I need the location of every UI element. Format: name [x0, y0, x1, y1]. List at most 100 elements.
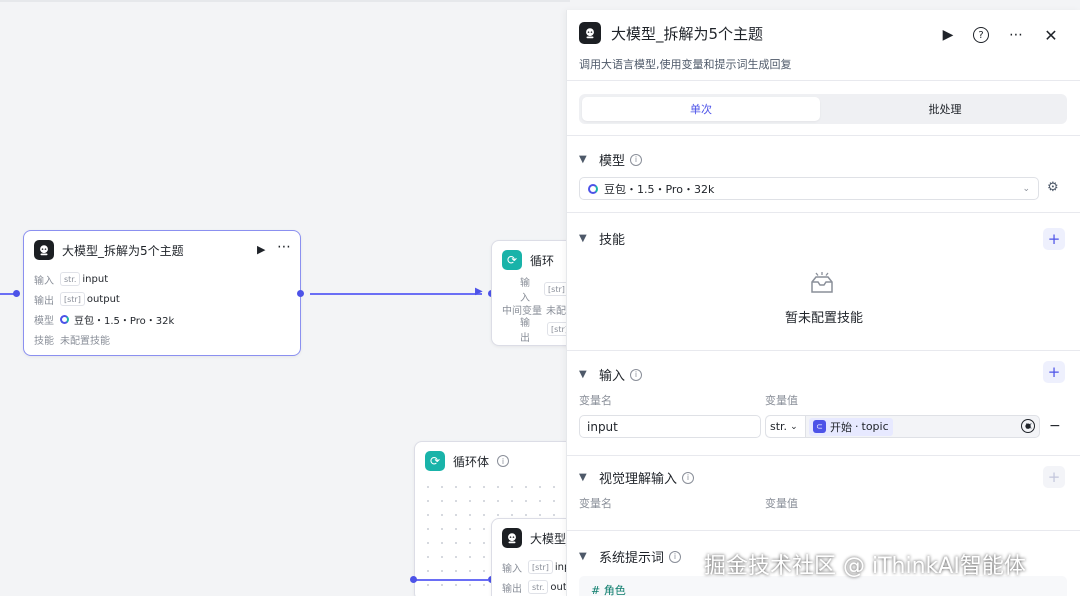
- skills-section-header[interactable]: ▼ 技能: [579, 229, 625, 248]
- info-icon[interactable]: i: [682, 471, 695, 484]
- system-prompt-editor[interactable]: # 角色: [579, 576, 1067, 596]
- col-var-value: 变量值: [765, 394, 798, 407]
- doubao-icon: [60, 314, 69, 324]
- chevron-down-icon: ▼: [579, 369, 587, 380]
- chevron-down-icon: ⌄: [1022, 183, 1030, 194]
- watermark: 掘金技术社区 @ iThinkAI智能体: [704, 554, 1026, 579]
- divider: [567, 212, 1080, 213]
- loop-icon: ⟳: [502, 250, 522, 270]
- info-icon[interactable]: i: [669, 550, 682, 563]
- section-title: 输入: [599, 369, 626, 384]
- start-node-icon: ⊂: [813, 420, 826, 433]
- more-icon[interactable]: ⋯: [277, 239, 291, 255]
- vision-section-header[interactable]: ▼ 视觉理解输入 i: [579, 468, 695, 487]
- remove-input-button[interactable]: −: [1049, 418, 1061, 434]
- output-name: outpu: [550, 581, 580, 593]
- ref-separator: ·: [855, 420, 859, 433]
- input-label: 输入: [502, 563, 522, 575]
- ref-field: topic: [861, 420, 889, 433]
- section-title: 视觉理解输入: [599, 472, 678, 487]
- add-skill-button[interactable]: +: [1043, 228, 1065, 250]
- chevron-down-icon: ▼: [579, 472, 587, 483]
- close-icon[interactable]: ✕: [1044, 25, 1058, 45]
- node-title: 循环体: [453, 454, 490, 469]
- output-label: 输出: [520, 318, 530, 344]
- divider: [567, 350, 1080, 351]
- mid-value: 未配: [546, 305, 566, 317]
- panel-header: 大模型_拆解为5个主题: [579, 22, 763, 44]
- gear-icon[interactable]: ⚙: [1047, 180, 1059, 195]
- connector-incoming: [0, 293, 14, 295]
- doubao-icon: [588, 183, 598, 194]
- info-icon[interactable]: i: [630, 153, 643, 166]
- input-label: 输入: [34, 275, 54, 287]
- robot-icon: [579, 22, 601, 44]
- var-name-input[interactable]: input: [579, 415, 761, 438]
- node-title: 大模型_: [530, 531, 570, 546]
- panel-description: 调用大语言模型,使用变量和提示词生成回复: [579, 58, 792, 71]
- model-value: 豆包・1.5・Pro・32k: [74, 315, 175, 327]
- var-name-value: input: [587, 419, 618, 434]
- info-icon[interactable]: i: [497, 455, 510, 467]
- output-label: 输出: [502, 583, 522, 595]
- input-name: input: [82, 273, 109, 285]
- type-tag: str.: [60, 272, 81, 286]
- help-icon[interactable]: ?: [973, 27, 989, 43]
- prompt-first-line: # 角色: [591, 584, 626, 596]
- add-vision-input-button[interactable]: +: [1043, 466, 1065, 488]
- output-label: 输出: [34, 295, 54, 307]
- output-name: output: [86, 293, 120, 305]
- model-section-header[interactable]: ▼ 模型 i: [579, 150, 643, 169]
- type-tag: str.: [528, 580, 549, 594]
- more-icon[interactable]: ⋯: [1009, 27, 1023, 43]
- type-select[interactable]: str. ⌄: [766, 416, 806, 437]
- node-model-row: 模型 豆包・1.5・Pro・32k: [24, 309, 300, 329]
- reference-chip: ⊂ 开始 · topic: [809, 417, 893, 436]
- chevron-down-icon: ▼: [579, 551, 587, 562]
- run-mode-tabs: 单次 批处理: [579, 94, 1067, 124]
- section-title: 技能: [599, 233, 626, 248]
- loop-mid-row: 中间变量 未配: [492, 299, 580, 319]
- ref-source: 开始: [830, 420, 852, 434]
- robot-icon: [34, 240, 54, 260]
- node-input-row: 输入 str. input: [24, 269, 300, 289]
- node-config-panel: 大模型_拆解为5个主题 ▶ ? ⋯ ✕ 调用大语言模型,使用变量和提示词生成回复…: [566, 10, 1080, 596]
- divider: [567, 135, 1080, 136]
- node-skill-row: 技能 未配置技能: [24, 329, 300, 349]
- info-icon[interactable]: i: [630, 368, 643, 381]
- node-title: 大模型_拆解为5个主题: [62, 243, 184, 258]
- node1-input-port[interactable]: [13, 290, 20, 297]
- type-tag: [str]: [528, 560, 553, 574]
- divider: [567, 80, 1080, 81]
- llm-node-split-topics[interactable]: 大模型_拆解为5个主题 ▶ ⋯ 输入 str. input 输出 [str] o…: [23, 230, 301, 356]
- system-prompt-section-header[interactable]: ▼ 系统提示词 i: [579, 547, 682, 566]
- node3-output-row: 输出 str. outpu: [492, 577, 580, 596]
- panel-title[interactable]: 大模型_拆解为5个主题: [611, 24, 764, 43]
- model-select[interactable]: 豆包・1.5・Pro・32k ⌄: [579, 177, 1039, 200]
- variable-picker-icon[interactable]: ●: [1021, 419, 1035, 433]
- skill-value: 未配置技能: [60, 335, 110, 347]
- section-title: 系统提示词: [599, 551, 665, 566]
- type-tag: [str]: [60, 292, 85, 306]
- tab-single[interactable]: 单次: [582, 97, 820, 121]
- col-var-name: 变量名: [579, 394, 612, 407]
- tab-batch[interactable]: 批处理: [928, 103, 962, 116]
- var-value-reference[interactable]: str. ⌄ ⊂ 开始 · topic ×: [765, 415, 1040, 438]
- node-title: 循环: [530, 253, 555, 268]
- run-icon[interactable]: ▶: [257, 243, 266, 256]
- skills-empty-text: 暂未配置技能: [784, 311, 863, 326]
- chevron-down-icon: ▼: [579, 233, 587, 244]
- arrow-head-icon: ▶: [475, 286, 483, 297]
- connector-loop-inner: [414, 579, 488, 581]
- input-section-header[interactable]: ▼ 输入 i: [579, 365, 643, 384]
- add-input-button[interactable]: +: [1043, 361, 1065, 383]
- divider: [567, 455, 1080, 456]
- chevron-down-icon: ⌄: [790, 421, 798, 432]
- loop-body-port[interactable]: [410, 576, 417, 583]
- type-value: str.: [770, 420, 788, 433]
- node1-output-port[interactable]: [297, 290, 304, 297]
- col-var-value: 变量值: [765, 497, 798, 510]
- input-label: 输入: [520, 278, 530, 304]
- section-title: 模型: [599, 154, 626, 169]
- run-icon[interactable]: ▶: [942, 27, 954, 43]
